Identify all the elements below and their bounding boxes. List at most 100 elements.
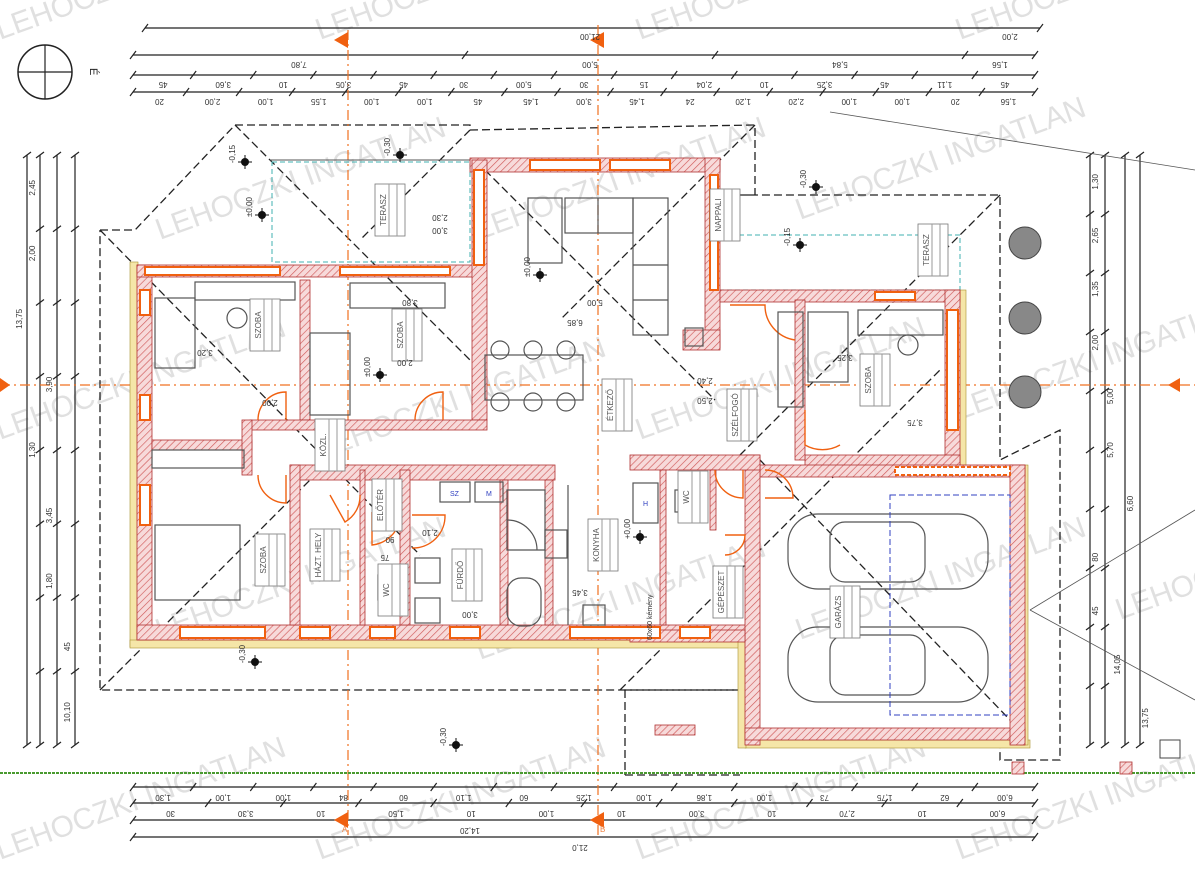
- dimension-text: 3,45: [572, 588, 588, 597]
- dimension-text: 45: [158, 80, 167, 89]
- room-label: SZOBA: [249, 298, 281, 352]
- dimension-text: 3,80: [402, 298, 418, 307]
- room-name: SZOBA: [254, 311, 263, 339]
- dimension-text: 45: [399, 80, 408, 89]
- watermark-text: LEHOCZKI INGATLAN: [0, 0, 290, 47]
- watermark-text: LEHOCZKI INGATLAN: [311, 0, 610, 47]
- dimension-text: 10,10: [63, 702, 72, 723]
- dimension-text: 3,00: [432, 226, 448, 235]
- watermark-text: LEHOCZKI INGATLAN: [951, 731, 1195, 867]
- dimension-text: 2,65: [1091, 227, 1100, 243]
- dimension-text: 2,70: [839, 809, 855, 818]
- dimension-text: 60: [399, 793, 408, 802]
- kitchen-sink-icon: [582, 604, 606, 626]
- room-name: FÜRDŐ: [456, 561, 465, 589]
- car-icon: [787, 626, 989, 703]
- fridge-icon: [632, 482, 659, 524]
- level-marker-icon: ±0,00: [363, 356, 387, 382]
- dimension-text: 1,30: [28, 442, 37, 458]
- level-marker-icon: -0,30: [799, 169, 823, 194]
- level-text: -0,15: [783, 227, 792, 246]
- dimension-text: 3,30: [237, 809, 253, 818]
- dimension-text: 6,00: [989, 809, 1005, 818]
- room-label: SZOBA: [391, 308, 423, 362]
- dimension-text: 2,30: [432, 213, 448, 222]
- axis-marker-icon: [1168, 378, 1180, 392]
- dimension-text: 3,00: [688, 809, 704, 818]
- desk-icon: [194, 281, 296, 301]
- dimension-text: 6,00: [997, 793, 1013, 802]
- appliance-label: SZ: [450, 491, 460, 498]
- room-label: SZOBA: [859, 353, 891, 407]
- room-label: WC: [377, 563, 409, 617]
- level-marker-icon: -0,30: [439, 727, 463, 752]
- dimension-text: 3,25: [837, 353, 853, 362]
- room-labels: TERASZ NAPPALI SZOBA SZOBA ÉTKEZŐ SZÉLFOGÓ SZO…: [249, 183, 949, 639]
- level-marker-icon: -0,30: [238, 644, 262, 669]
- level-text: ±0,00: [523, 256, 532, 277]
- dimension-text: 2,00: [262, 398, 278, 407]
- level-text: ±0,00: [245, 196, 254, 217]
- dimension-text: 1,00: [538, 809, 554, 818]
- watermark-text: LEHOCZKI INGATLAN: [951, 0, 1195, 47]
- double-bed-icon: [154, 524, 241, 601]
- dimension-text: 1,45: [629, 97, 645, 106]
- room-label: ELŐTÉR: [371, 478, 403, 532]
- dimension-text: 24: [685, 97, 694, 106]
- bed-icon: [154, 297, 196, 369]
- dimension-text: 6,60: [1126, 495, 1135, 511]
- room-name: WC: [682, 490, 691, 504]
- dimension-text: 5,00: [582, 60, 598, 69]
- room-name: GÉPÉSZET: [717, 571, 726, 614]
- level-marker-icon: -0,15: [783, 227, 807, 252]
- axis-marker-icon: [590, 812, 604, 828]
- dimension-text: 1,75: [876, 793, 892, 802]
- room-label: NAPPALI: [709, 188, 741, 242]
- dimension-text: 5,00: [1106, 388, 1115, 404]
- north-arrow-icon: É: [17, 44, 100, 100]
- watermark-text: LEHOCZKI INGATLAN: [0, 731, 290, 867]
- walls: [129, 157, 1031, 749]
- sink-icon: [414, 557, 441, 584]
- dimension-text: 10: [767, 809, 776, 818]
- room-name: HÁZT. HELY: [314, 532, 323, 577]
- level-text: -0,30: [383, 137, 392, 156]
- dimension-text: 62: [940, 793, 949, 802]
- dimension-text: 30: [579, 80, 588, 89]
- dimension-text: 2,00: [204, 97, 220, 106]
- meter-box-icon: [1159, 739, 1181, 759]
- dimension-text: 10: [466, 809, 475, 818]
- room-name: SZOBA: [396, 321, 405, 349]
- desk-icon: [349, 282, 446, 309]
- room-label: KÖZL.: [314, 418, 346, 472]
- room-label: WC: [677, 470, 709, 524]
- desk-icon: [857, 309, 944, 336]
- room-name: SZÉLFOGÓ: [731, 393, 740, 437]
- dimension-text: 3,60: [215, 80, 231, 89]
- terrace-outlines: [0, 111, 1195, 774]
- doors: [257, 304, 841, 556]
- dimension-text: 1,10: [455, 793, 471, 802]
- level-text: +0,00: [623, 518, 632, 539]
- bed-icon: [807, 311, 849, 383]
- dimension-text: 2,40: [697, 376, 713, 385]
- room-label: TERASZ: [374, 183, 406, 237]
- dimension-text: 10: [278, 80, 287, 89]
- axis-marker-icon: [0, 378, 10, 392]
- dimension-text: 21,00: [579, 32, 600, 41]
- dimension-text: 21,0: [572, 843, 588, 852]
- level-marker-icon: -0,15: [228, 144, 252, 169]
- dining-table-icon: [484, 340, 584, 412]
- sink-icon: [414, 597, 441, 624]
- dimension-text: 1,86: [696, 793, 712, 802]
- dimension-text: 3,00: [576, 97, 592, 106]
- dimension-text: 3,75: [907, 418, 923, 427]
- level-text: -0,30: [799, 169, 808, 188]
- room-name: ÉTKEZŐ: [606, 389, 615, 421]
- dimension-text: 1,00: [416, 97, 432, 106]
- dimension-text: 10: [316, 809, 325, 818]
- dimension-text: 1,35: [1091, 281, 1100, 297]
- room-name: TERASZ: [922, 234, 931, 266]
- dimension-text: 75: [380, 553, 389, 562]
